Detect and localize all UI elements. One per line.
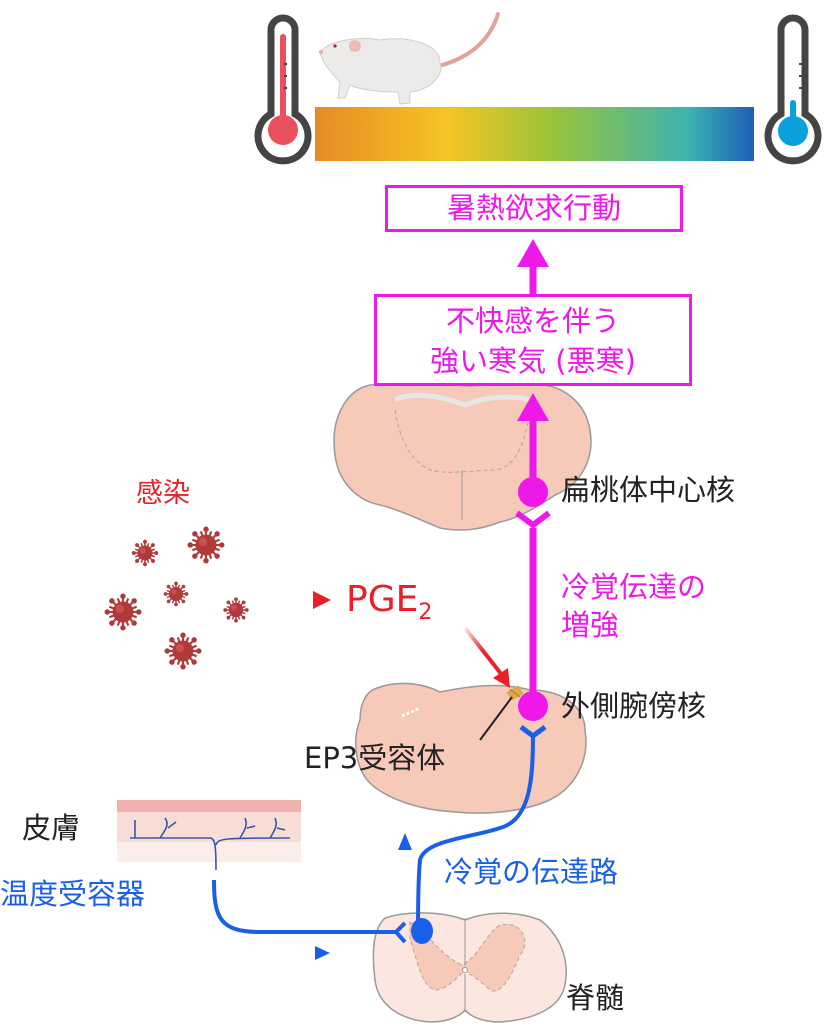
thermometer-hot-icon [254, 14, 312, 165]
chills-label-line1: 不快感を伴う [445, 304, 620, 338]
enhancement-label-line2: 増強 [561, 608, 620, 642]
amygdala-label: 扁桃体中心核 [561, 473, 736, 507]
ep3-label: EP3受容体 [304, 741, 446, 775]
temperature-gradient-bar [315, 107, 754, 161]
heat-seeking-behavior-box: 暑熱欲求行動 [385, 185, 683, 232]
skin-section-icon [117, 800, 301, 871]
pge2-subscript: 2 [418, 600, 433, 626]
chills-label-line2: 強い寒気 (悪寒) [430, 344, 636, 378]
spinal-cord-section-icon [372, 912, 567, 1023]
infection-to-pge2-arrow [270, 591, 331, 609]
thermometer-cold-icon [764, 14, 822, 165]
enhancement-label: 冷覚伝達の 増強 [561, 568, 706, 644]
virus-icon [103, 525, 250, 671]
amygdala-synapse [515, 510, 551, 529]
ep3-receptor-icon [507, 685, 523, 701]
ep3-leader-line [479, 696, 513, 741]
skin-label: 皮膚 [22, 811, 81, 845]
blue-pathway [212, 735, 535, 960]
amygdala-neuron [518, 477, 548, 507]
pge2-main: PGE [346, 579, 419, 620]
lpb-neuron [518, 691, 548, 721]
spinal-neuron [411, 918, 433, 944]
heat-seeking-behavior-label: 暑熱欲求行動 [446, 191, 621, 225]
enhancement-label-line1: 冷覚伝達の [561, 570, 707, 604]
thermoreceptor-label: 温度受容器 [0, 877, 146, 911]
pge2-to-receptor-arrow [463, 626, 510, 688]
forebrain-section-icon [333, 382, 592, 531]
chills-box: 不快感を伴う 強い寒気 (悪寒) [374, 294, 692, 386]
pge2-label: PGE2 [346, 579, 432, 625]
spinal-cord-label: 脊髄 [566, 981, 625, 1015]
mouse-icon [319, 12, 500, 105]
cold-pathway-label: 冷覚の伝達路 [444, 855, 619, 889]
infection-label: 感染 [136, 478, 190, 509]
lpb-label: 外側腕傍核 [561, 689, 707, 723]
